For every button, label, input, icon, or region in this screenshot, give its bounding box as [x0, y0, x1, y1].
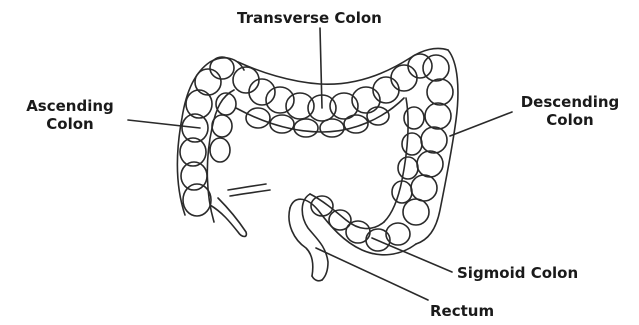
- label-descending-line2: Colon: [508, 111, 632, 129]
- label-descending-line1: Descending: [508, 93, 632, 111]
- leader-ascending: [128, 120, 200, 128]
- leader-descending: [450, 112, 512, 136]
- descending-haustra: [392, 55, 453, 225]
- leader-rectum: [316, 248, 428, 300]
- label-sigmoid-colon: Sigmoid Colon: [457, 264, 578, 282]
- label-rectum: Rectum: [430, 302, 494, 320]
- label-ascending-line2: Colon: [18, 115, 122, 133]
- appendix: [210, 198, 246, 237]
- label-transverse-colon: Transverse Colon: [237, 9, 382, 27]
- label-ascending-line1: Ascending: [18, 97, 122, 115]
- rectum-outline: [289, 208, 313, 276]
- sigmoid-colon-outline: [290, 199, 416, 255]
- label-ascending-colon: Ascending Colon: [18, 97, 122, 133]
- transverse-haustra: [233, 54, 432, 137]
- leader-transverse: [320, 28, 322, 108]
- label-descending-colon: Descending Colon: [508, 93, 632, 129]
